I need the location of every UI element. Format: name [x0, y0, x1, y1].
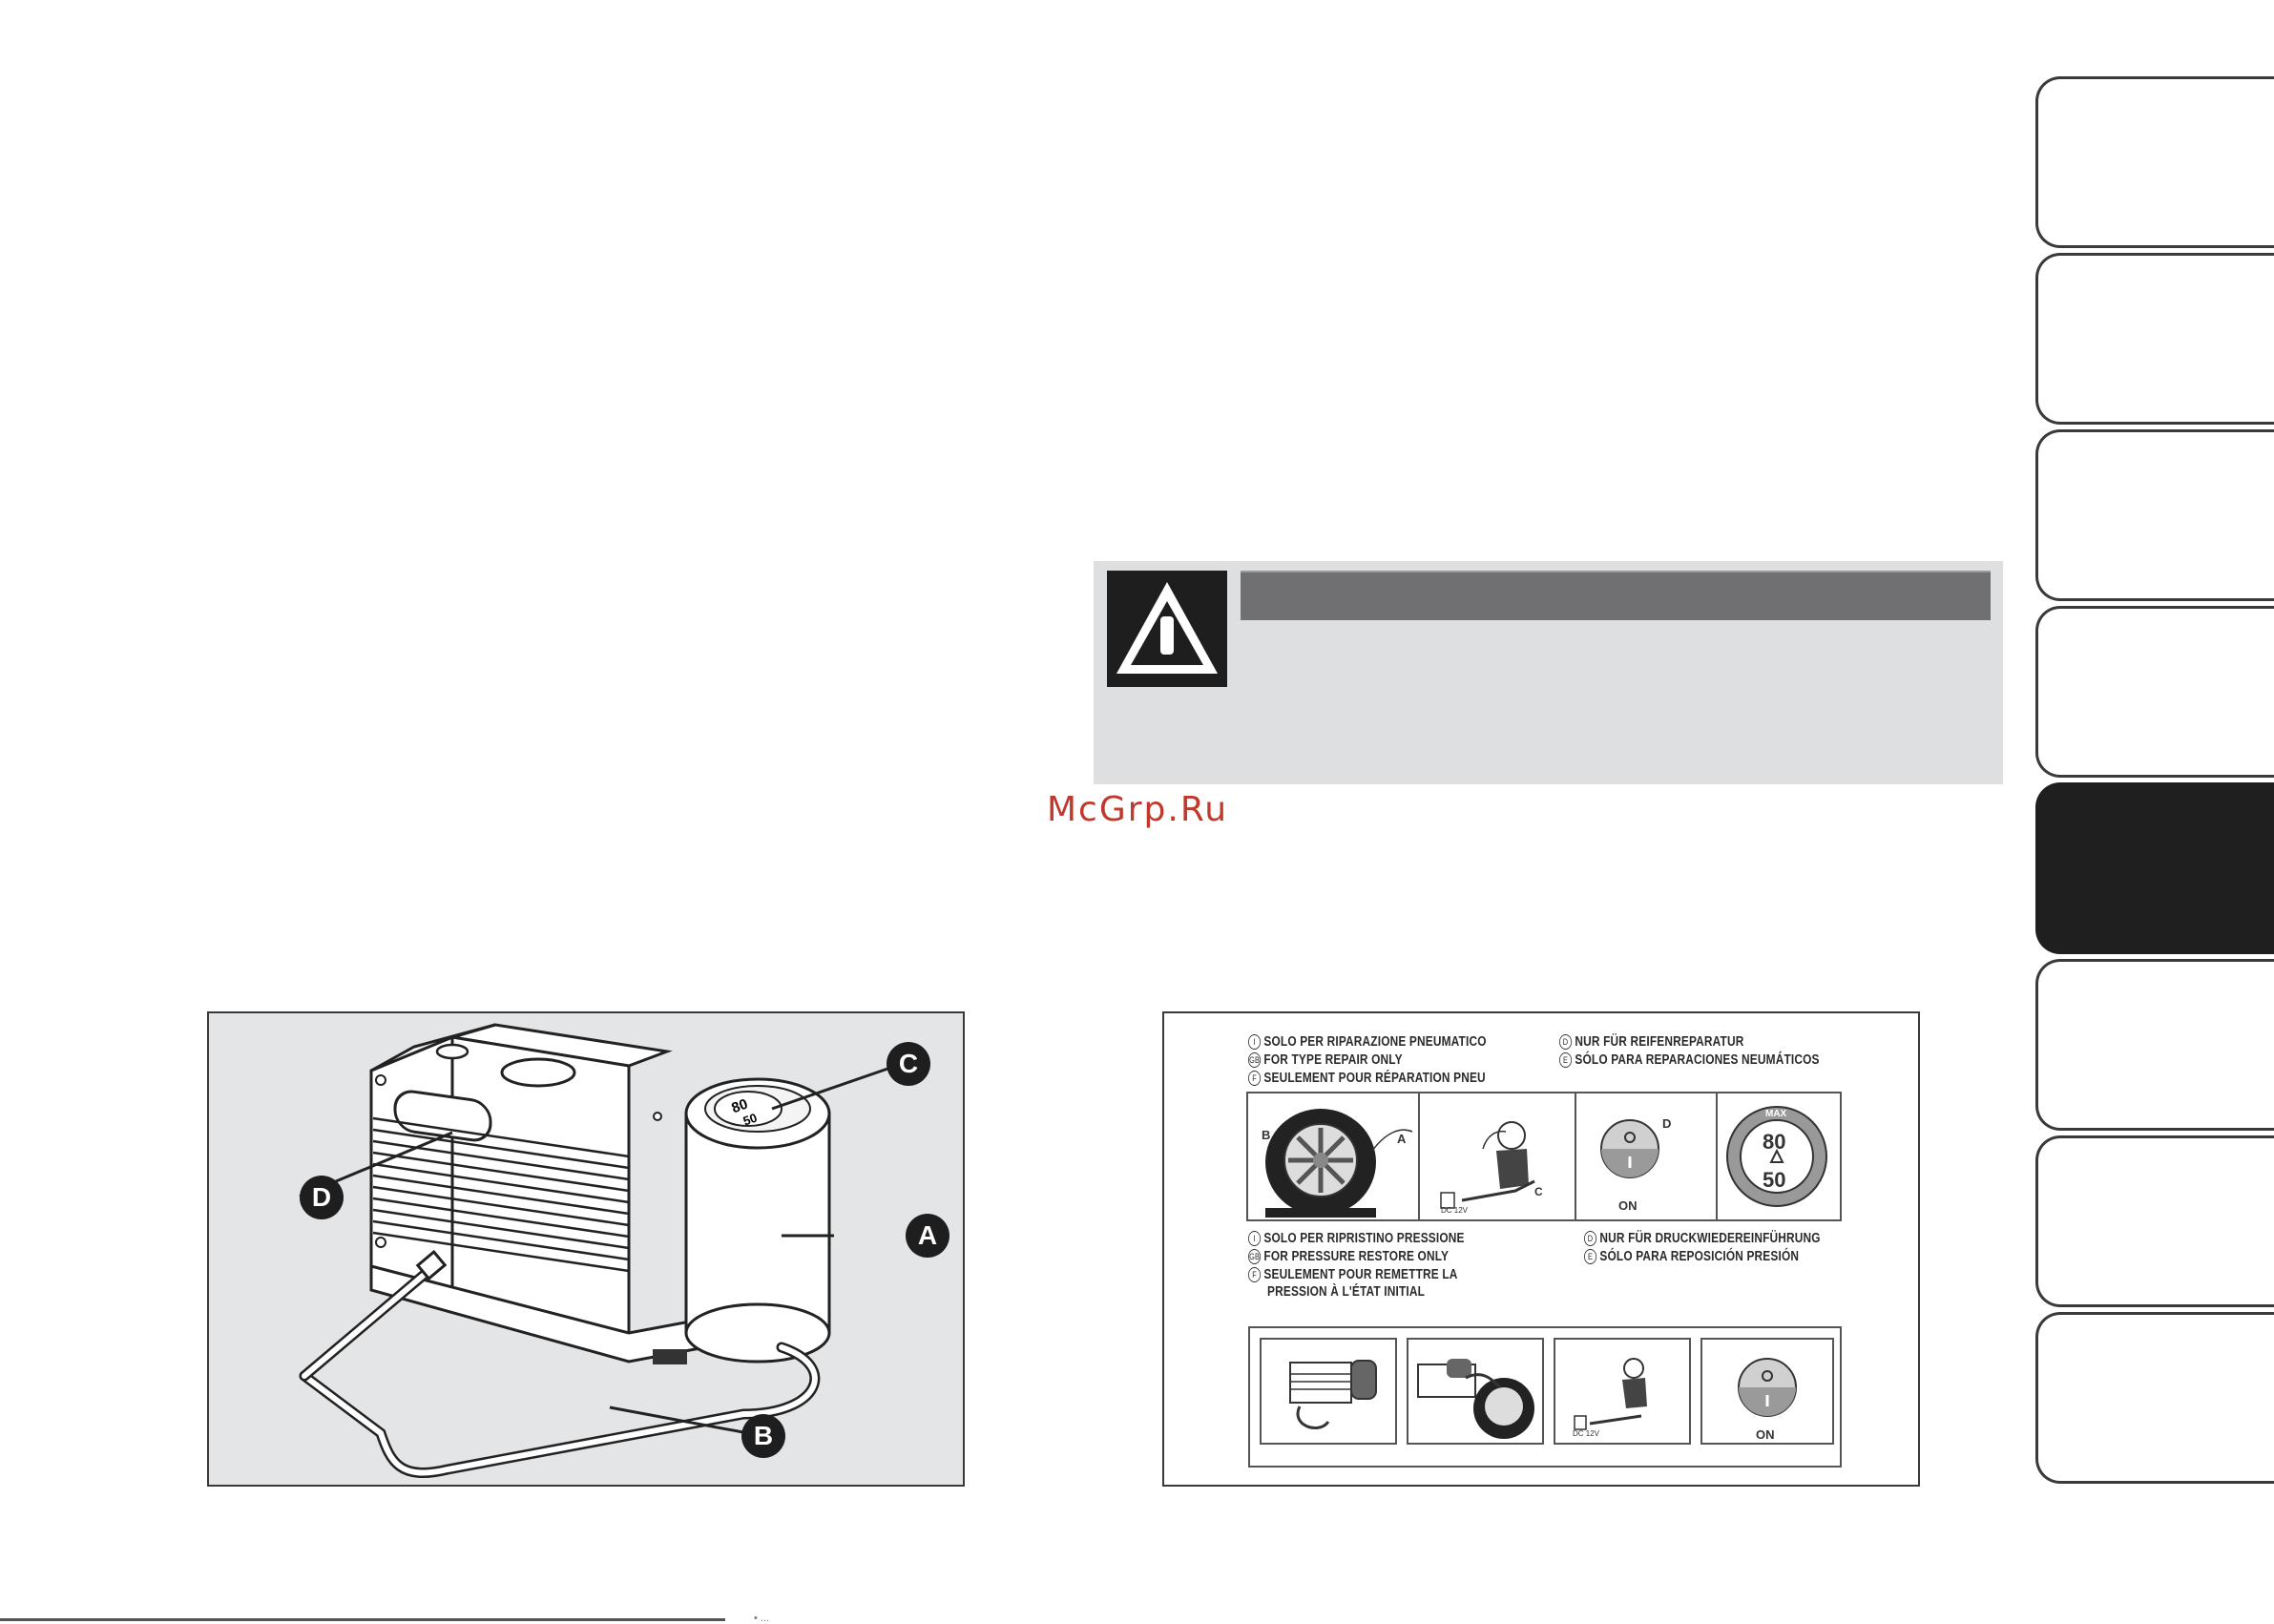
plug-cell-2: DC 12V — [1554, 1338, 1691, 1445]
warning-header-bar — [1241, 571, 1991, 620]
chapter-tab-4[interactable] — [2035, 606, 2274, 778]
compressor-figure: 80 50 C A D B — [207, 1011, 965, 1487]
tyre-cell: B A — [1248, 1093, 1420, 1219]
chapter-tab-8[interactable] — [2035, 1312, 2274, 1484]
ignition-plug-icon — [1440, 1121, 1535, 1209]
compressor-small-icon — [1289, 1360, 1377, 1430]
callout-b: B — [741, 1414, 785, 1458]
tyre-label-a: A — [1397, 1132, 1407, 1146]
footer-fragment: • ... — [754, 1613, 770, 1624]
footer-rule — [0, 1618, 725, 1621]
instruction-row-1: B A C DC 12V D ON — [1246, 1092, 1842, 1221]
switch-icon — [1600, 1119, 1659, 1178]
gauge-bottom-text: 50 — [741, 1111, 760, 1129]
callout-c: C — [887, 1042, 930, 1086]
switch-cell-2: ON — [1700, 1338, 1834, 1445]
chapter-tab-6[interactable] — [2035, 959, 2274, 1131]
ignition-plug-icon-2 — [1574, 1358, 1647, 1430]
warning-triangle-icon — [1107, 571, 1227, 687]
chapter-tab-7[interactable] — [2035, 1135, 2274, 1307]
gauge-top-text: 80 — [729, 1096, 749, 1117]
plug-cell: C DC 12V — [1420, 1093, 1576, 1219]
watermark: McGrp.Ru — [1047, 790, 1229, 829]
switch-on-label: ON — [1618, 1198, 1638, 1213]
gauge-bottom-value: 50 — [1763, 1168, 1786, 1192]
plug-dc-label: DC 12V — [1441, 1206, 1469, 1215]
chapter-tab-5-active[interactable] — [2035, 782, 2274, 954]
compressor-tyre-icon — [1417, 1359, 1534, 1439]
callout-d: D — [300, 1176, 344, 1219]
switch-icon-2 — [1738, 1358, 1797, 1417]
plug-label-c: C — [1534, 1185, 1543, 1198]
gauge-cell: MAX 80 50 — [1718, 1093, 1842, 1219]
switch-on-label-2: ON — [1756, 1427, 1775, 1442]
flat-tyre-icon — [1265, 1109, 1413, 1218]
pressure-gauge-icon — [1726, 1106, 1827, 1207]
compressor-cell — [1260, 1338, 1397, 1445]
header2-fr-line2: PRESSION À L'ÉTAT INITIAL — [1267, 1284, 1426, 1300]
chapter-tab-2[interactable] — [2035, 253, 2274, 425]
compressor-drawing: 80 50 — [299, 1023, 897, 1478]
switch-cell: D ON — [1576, 1093, 1718, 1219]
tyre-label-b: B — [1262, 1128, 1271, 1142]
instruction-row-2: DC 12V ON — [1248, 1326, 1842, 1468]
chapter-tab-3[interactable] — [2035, 429, 2274, 601]
gauge-max-label: MAX — [1765, 1109, 1787, 1119]
warning-box — [1094, 561, 2003, 784]
gauge-top-value: 80 — [1763, 1130, 1786, 1154]
switch-label-d: D — [1662, 1116, 1672, 1131]
callout-a: A — [906, 1214, 949, 1258]
plug-dc-label-2: DC 12V — [1573, 1429, 1600, 1438]
chapter-tab-1[interactable] — [2035, 76, 2274, 248]
compressor-tyre-cell — [1407, 1338, 1544, 1445]
